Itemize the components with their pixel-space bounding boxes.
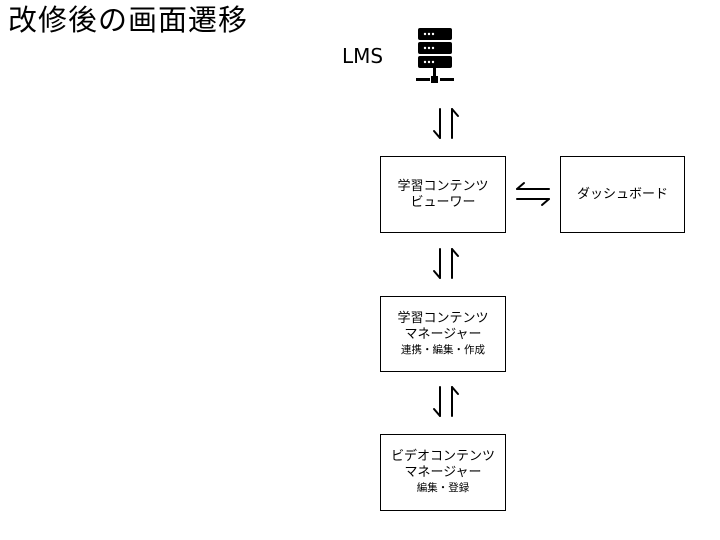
dashboard-line1: ダッシュボード <box>576 186 668 202</box>
manager-box: 学習コンテンツ マネージャー 連携・編集・作成 <box>380 296 506 372</box>
bidirectional-horizontal-arrow-icon <box>516 182 550 206</box>
server-icon <box>416 28 454 83</box>
manager-sub: 連携・編集・作成 <box>401 343 485 356</box>
manager-line2: マネージャー <box>404 326 482 342</box>
video-sub: 編集・登録 <box>416 482 470 494</box>
video-line2: マネージャー <box>404 465 482 480</box>
lms-label: LMS <box>342 44 384 68</box>
manager-line1: 学習コンテンツ <box>397 310 489 326</box>
page-title: 改修後の画面遷移 <box>8 3 249 37</box>
viewer-line2: ビューワー <box>410 194 476 210</box>
video-line1: ビデオコンテンツ <box>390 449 495 464</box>
dashboard-box: ダッシュボード <box>560 156 685 233</box>
bidirectional-vertical-arrow-icon <box>433 108 459 139</box>
viewer-line1: 学習コンテンツ <box>397 178 489 194</box>
video-box: ビデオコンテンツ マネージャー 編集・登録 <box>380 434 506 511</box>
bidirectional-vertical-arrow-icon <box>433 386 459 417</box>
bidirectional-vertical-arrow-icon <box>433 248 459 279</box>
viewer-box: 学習コンテンツ ビューワー <box>380 156 506 233</box>
